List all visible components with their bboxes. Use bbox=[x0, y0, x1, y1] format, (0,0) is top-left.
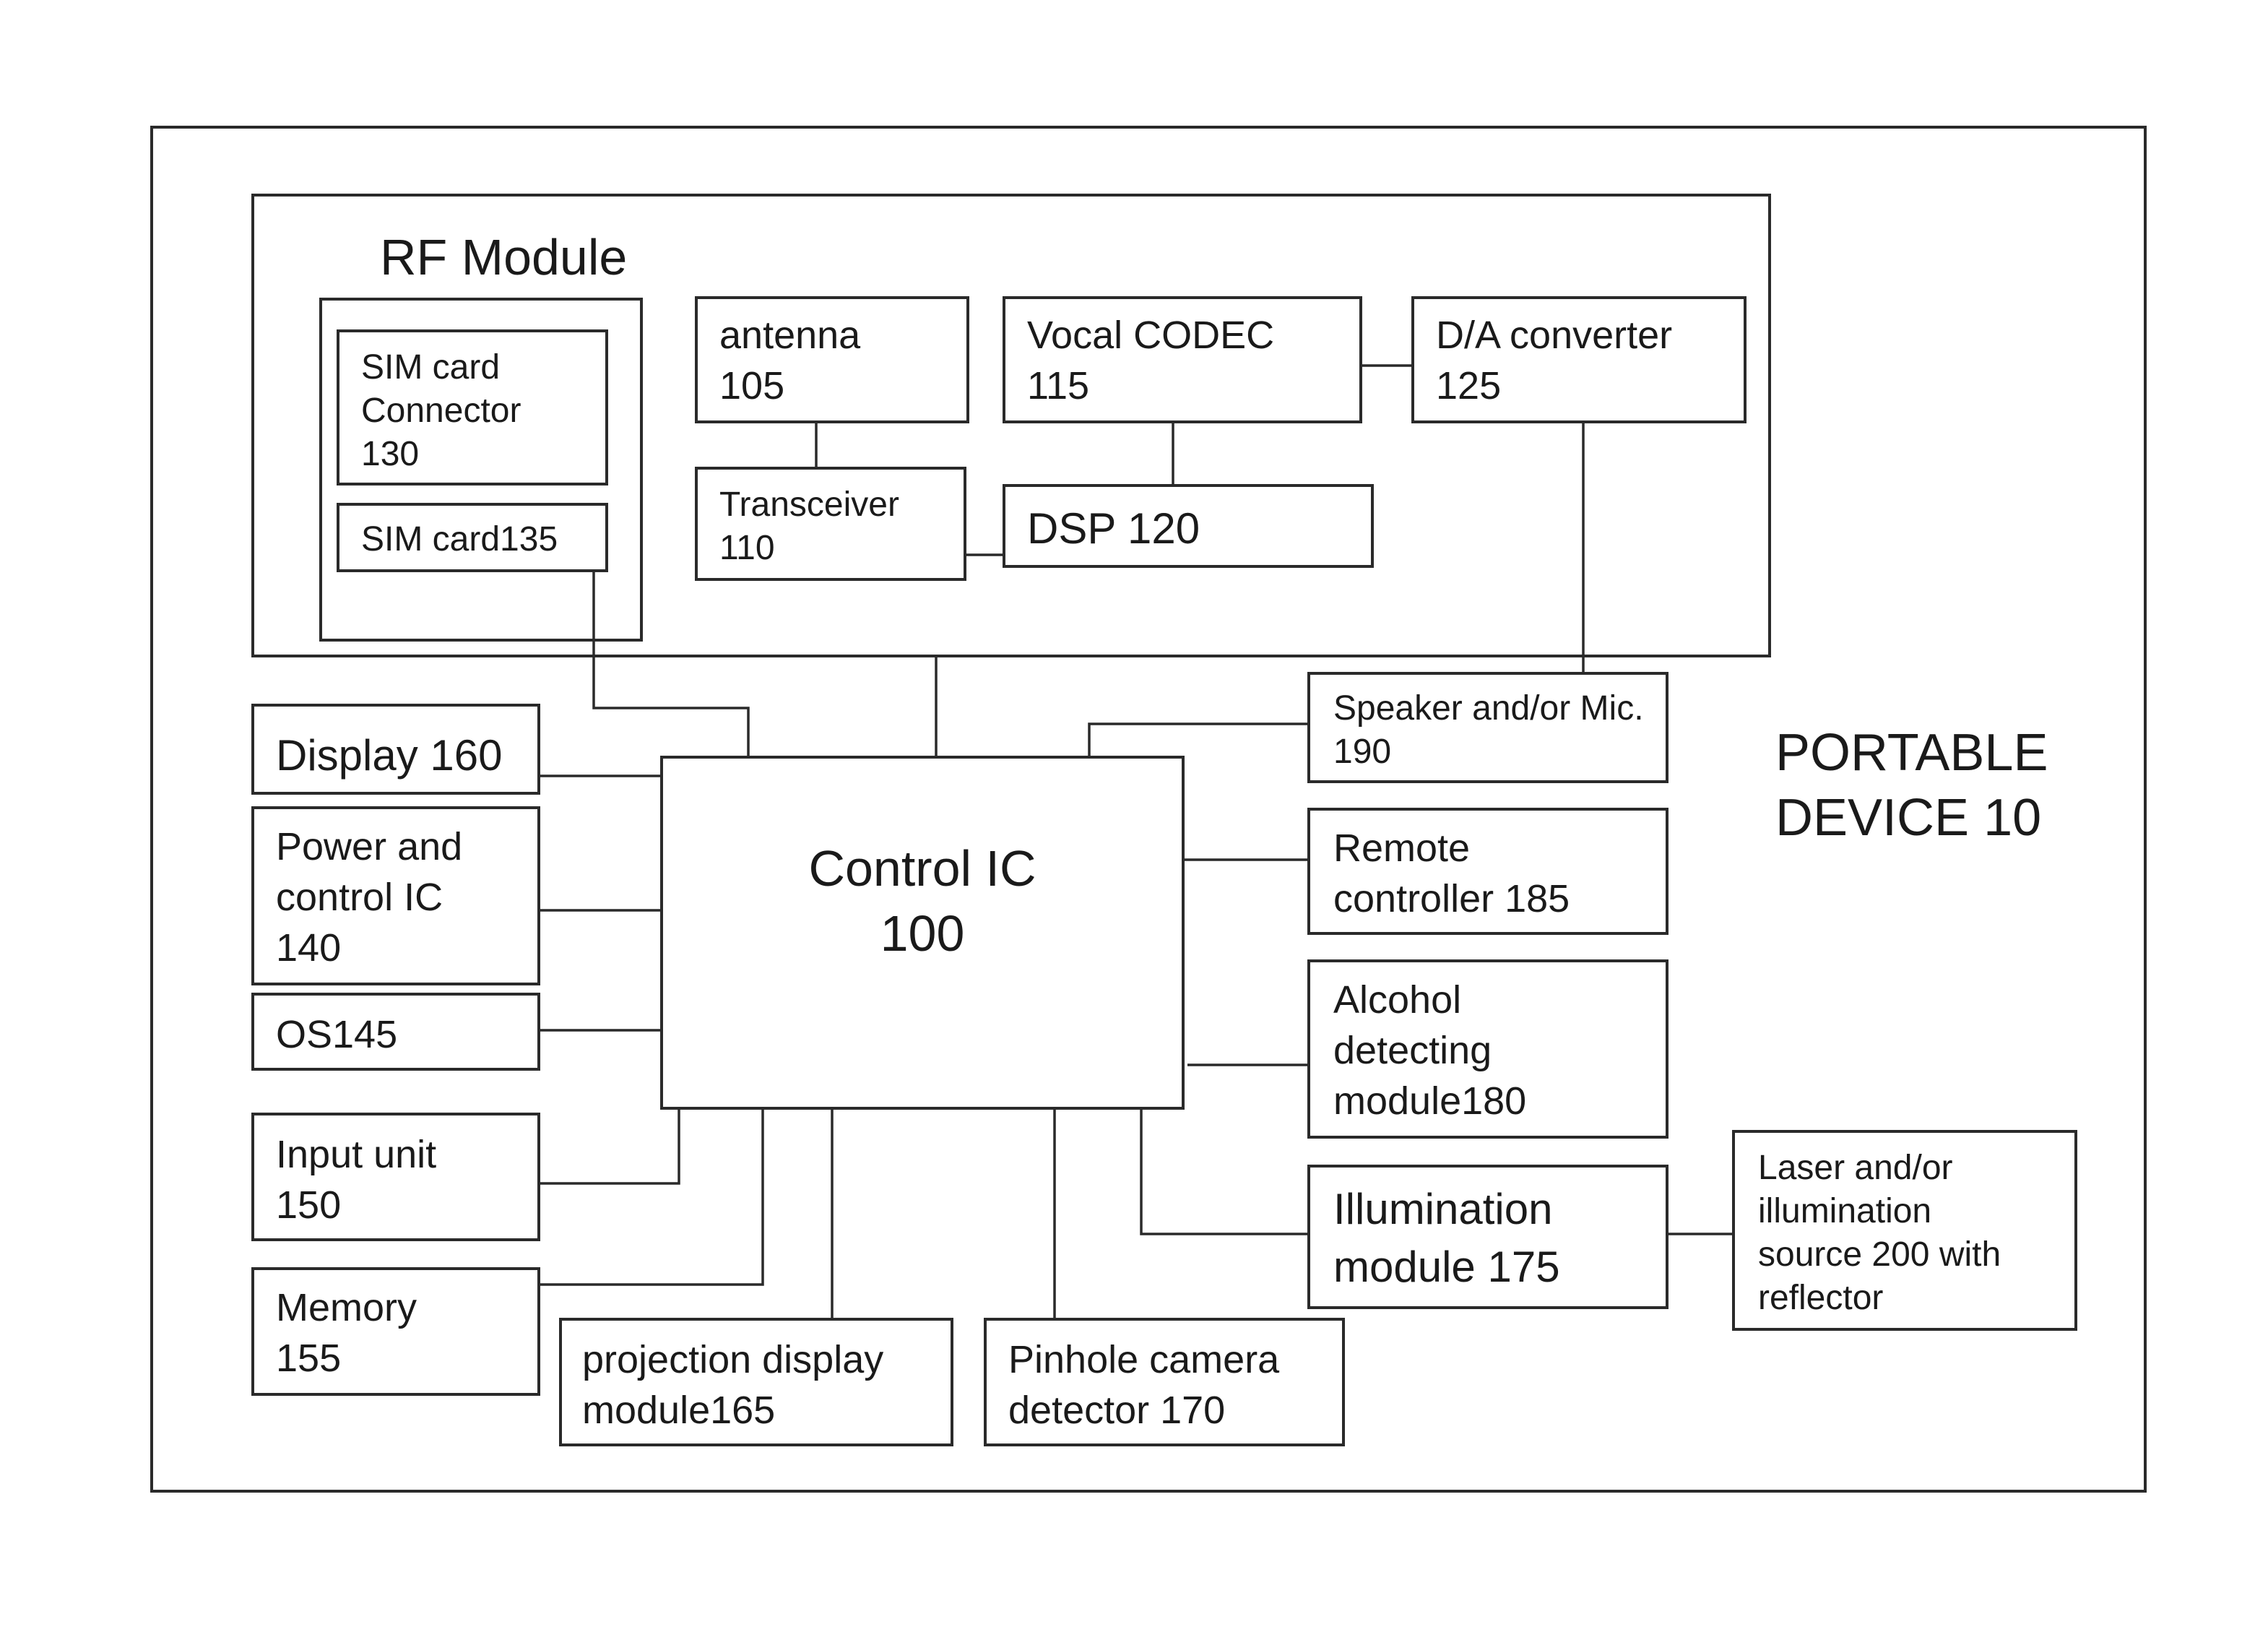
sim-connector-line2: Connector bbox=[361, 392, 521, 430]
input-unit-line1: Input unit bbox=[276, 1133, 436, 1176]
block-alcohol: Alcohol detecting module180 bbox=[1309, 961, 1667, 1137]
block-illumination: Illumination module 175 bbox=[1309, 1166, 1667, 1308]
laser-line1: Laser and/or bbox=[1758, 1149, 1953, 1187]
block-sim-card: SIM card135 bbox=[338, 504, 607, 571]
wire-memory-control bbox=[539, 1105, 763, 1285]
da-converter-line1: D/A converter bbox=[1436, 314, 1672, 357]
alcohol-line2: detecting bbox=[1333, 1029, 1492, 1072]
illumination-line1: Illumination bbox=[1333, 1185, 1553, 1233]
input-unit-line2: 150 bbox=[276, 1183, 341, 1227]
device-label-line1: PORTABLE bbox=[1775, 724, 2048, 782]
sim-connector-line3: 130 bbox=[361, 435, 419, 473]
block-remote: Remote controller 185 bbox=[1309, 809, 1667, 933]
os-line1: OS145 bbox=[276, 1013, 397, 1056]
block-antenna: antenna 105 bbox=[696, 298, 968, 422]
block-power-control: Power and control IC 140 bbox=[253, 808, 539, 984]
block-laser: Laser and/or illumination source 200 wit… bbox=[1734, 1131, 2076, 1329]
block-vocal-codec: Vocal CODEC 115 bbox=[1004, 298, 1361, 422]
dsp-line1: DSP 120 bbox=[1027, 504, 1200, 553]
block-display: Display 160 bbox=[253, 705, 539, 793]
block-pinhole: Pinhole camera detector 170 bbox=[985, 1319, 1343, 1445]
wire-speaker-control bbox=[1089, 724, 1309, 757]
illumination-line2: module 175 bbox=[1333, 1243, 1560, 1291]
block-speaker-mic: Speaker and/or Mic. 190 bbox=[1309, 673, 1667, 782]
block-dsp: DSP 120 bbox=[1004, 485, 1372, 566]
control-ic-line2: 100 bbox=[880, 905, 965, 962]
sim-card-line1: SIM card135 bbox=[361, 520, 558, 558]
control-ic-line1: Control IC bbox=[808, 840, 1036, 897]
block-control-ic: Control IC 100 bbox=[662, 757, 1183, 1108]
display-line1: Display 160 bbox=[276, 731, 503, 780]
laser-line4: reflector bbox=[1758, 1279, 1883, 1317]
block-memory: Memory 155 bbox=[253, 1269, 539, 1394]
alcohol-line3: module180 bbox=[1333, 1079, 1526, 1123]
da-converter-line2: 125 bbox=[1436, 364, 1501, 407]
remote-line2: controller 185 bbox=[1333, 877, 1570, 920]
pinhole-line2: detector 170 bbox=[1008, 1389, 1225, 1432]
laser-line2: illumination bbox=[1758, 1192, 1931, 1230]
projection-line2: module165 bbox=[582, 1389, 775, 1432]
speaker-mic-line2: 190 bbox=[1333, 733, 1391, 771]
block-input-unit: Input unit 150 bbox=[253, 1114, 539, 1240]
laser-line3: source 200 with bbox=[1758, 1235, 2001, 1274]
block-transceiver: Transceiver 110 bbox=[696, 468, 965, 579]
block-os: OS145 bbox=[253, 994, 539, 1069]
transceiver-line2: 110 bbox=[719, 529, 775, 567]
wire-input-control bbox=[539, 1105, 679, 1183]
projection-line1: projection display bbox=[582, 1338, 883, 1381]
vocal-codec-line1: Vocal CODEC bbox=[1027, 314, 1274, 357]
remote-line1: Remote bbox=[1333, 827, 1470, 870]
transceiver-line1: Transceiver bbox=[719, 485, 899, 524]
power-control-line2: control IC bbox=[276, 876, 443, 919]
memory-line2: 155 bbox=[276, 1337, 341, 1380]
block-da-converter: D/A converter 125 bbox=[1413, 298, 1745, 422]
rf-module-title: RF Module bbox=[380, 229, 627, 285]
device-label-line2: DEVICE 10 bbox=[1775, 789, 2041, 847]
antenna-line2: 105 bbox=[719, 364, 784, 407]
pinhole-line1: Pinhole camera bbox=[1008, 1338, 1280, 1381]
speaker-mic-line1: Speaker and/or Mic. bbox=[1333, 689, 1644, 728]
vocal-codec-line2: 115 bbox=[1027, 364, 1089, 407]
block-projection: projection display module165 bbox=[560, 1319, 952, 1445]
power-control-line3: 140 bbox=[276, 926, 341, 970]
wire-simcard-control bbox=[594, 571, 748, 757]
power-control-line1: Power and bbox=[276, 825, 462, 868]
block-sim-connector: SIM card Connector 130 bbox=[338, 331, 607, 484]
wire-illumination-control bbox=[1141, 1098, 1309, 1234]
alcohol-line1: Alcohol bbox=[1333, 978, 1461, 1022]
memory-line1: Memory bbox=[276, 1286, 417, 1329]
antenna-line1: antenna bbox=[719, 314, 861, 357]
sim-connector-line1: SIM card bbox=[361, 348, 500, 387]
